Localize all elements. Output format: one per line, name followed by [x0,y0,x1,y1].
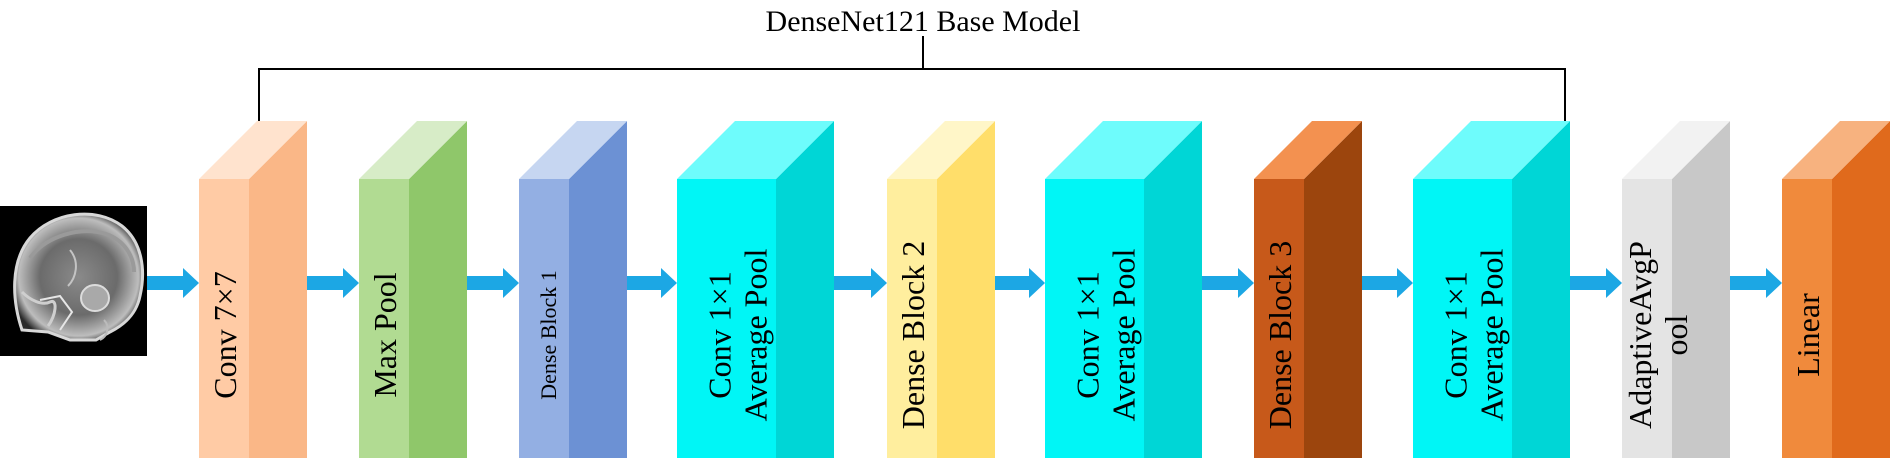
block-top-face [887,121,995,179]
block-conv1pool1: Conv 1×1Average Pool [677,121,834,458]
mri-brain-scan-icon [0,206,147,356]
base-model-bracket [258,36,1566,121]
block-top-face [359,121,467,179]
block-linear: Linear [1782,121,1890,458]
block-label: Dense Block 1 [536,270,561,400]
block-label: Conv 7×7 [207,271,243,398]
block-label: Dense Block 2 [895,241,931,429]
block-dense2: Dense Block 2 [887,121,995,458]
block-top-face [1045,121,1202,179]
block-adaptive: AdaptiveAvgPool [1622,121,1730,458]
block-side-face [1304,121,1362,458]
block-label: AdaptiveAvgPool [1622,241,1694,429]
block-front-face [1045,179,1144,458]
block-label-line: Average Pool [1105,249,1141,422]
block-side-face [1832,121,1890,458]
block-label: Conv 1×1Average Pool [702,249,774,422]
block-label-line: Dense Block 2 [895,241,931,429]
block-front-face [1622,179,1672,458]
block-side-face [1672,121,1730,458]
block-side-face [776,121,834,458]
block-label: Conv 1×1Average Pool [1070,249,1142,422]
block-top-face [677,121,834,179]
block-conv7: Conv 7×7 [199,121,307,458]
block-front-face [887,179,937,458]
block-side-face [409,121,467,458]
block-front-face [519,179,569,458]
block-front-face [1254,179,1304,458]
block-front-face [677,179,776,458]
block-top-face [1622,121,1730,179]
block-conv1pool2: Conv 1×1Average Pool [1045,121,1202,458]
block-top-face [199,121,307,179]
block-label-line: Conv 1×1 [1438,271,1474,398]
block-label-line: Conv 1×1 [1070,271,1106,398]
block-label-line: Dense Block 1 [536,270,561,400]
block-label-line: Linear [1790,293,1826,377]
block-dense3: Dense Block 3 [1254,121,1362,458]
block-side-face [249,121,307,458]
block-side-face [1512,121,1570,458]
block-front-face [359,179,409,458]
block-label-line: Conv 7×7 [207,271,243,398]
block-front-face [1782,179,1832,458]
diagram-title: DenseNet121 Base Model [766,5,1081,38]
block-top-face [519,121,627,179]
block-label: Linear [1790,293,1826,377]
block-label-line: Conv 1×1 [702,271,738,398]
flow-arrow [147,268,199,298]
block-label-line: AdaptiveAvgP [1622,241,1658,429]
block-conv1pool3: Conv 1×1Average Pool [1413,121,1570,458]
block-side-face [1144,121,1202,458]
block-side-face [937,121,995,458]
block-top-face [1782,121,1890,179]
block-maxpool: Max Pool [359,121,467,458]
bracket-line [258,36,1566,121]
block-top-face [1254,121,1362,179]
block-side-face [569,121,627,458]
block-front-face [199,179,249,458]
block-top-face [1413,121,1570,179]
block-label-line: Max Pool [367,272,403,397]
block-dense1: Dense Block 1 [519,121,627,458]
block-label: Dense Block 3 [1262,241,1298,429]
block-label: Conv 1×1Average Pool [1438,249,1510,422]
block-label-line: ool [1658,314,1694,355]
block-label: Max Pool [367,272,403,397]
block-front-face [1413,179,1512,458]
block-label-line: Dense Block 3 [1262,241,1298,429]
block-label-line: Average Pool [737,249,773,422]
block-label-line: Average Pool [1473,249,1509,422]
